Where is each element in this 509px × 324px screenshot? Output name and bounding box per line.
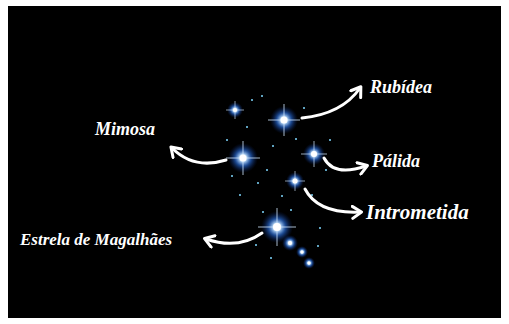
star xyxy=(282,235,298,251)
leader-arrows xyxy=(172,88,366,243)
star xyxy=(226,141,260,175)
leader-arrow xyxy=(302,88,360,118)
star xyxy=(296,246,308,258)
leader-arrow xyxy=(172,148,226,163)
leader-arrow xyxy=(324,158,366,170)
star xyxy=(226,101,244,119)
star xyxy=(268,104,300,136)
star-label: Rubídea xyxy=(370,78,432,98)
star-label: Estrela de Magalhães xyxy=(20,231,172,250)
leader-arrow xyxy=(206,233,262,243)
star xyxy=(285,171,305,191)
star-label: Mimosa xyxy=(95,120,155,140)
star xyxy=(301,141,327,167)
leader-arrow xyxy=(305,189,360,212)
star-label: Intrometida xyxy=(366,201,469,224)
faint-stars xyxy=(226,95,331,259)
night-sky xyxy=(8,6,501,318)
star-label: Pálida xyxy=(372,152,420,172)
star xyxy=(303,257,315,269)
